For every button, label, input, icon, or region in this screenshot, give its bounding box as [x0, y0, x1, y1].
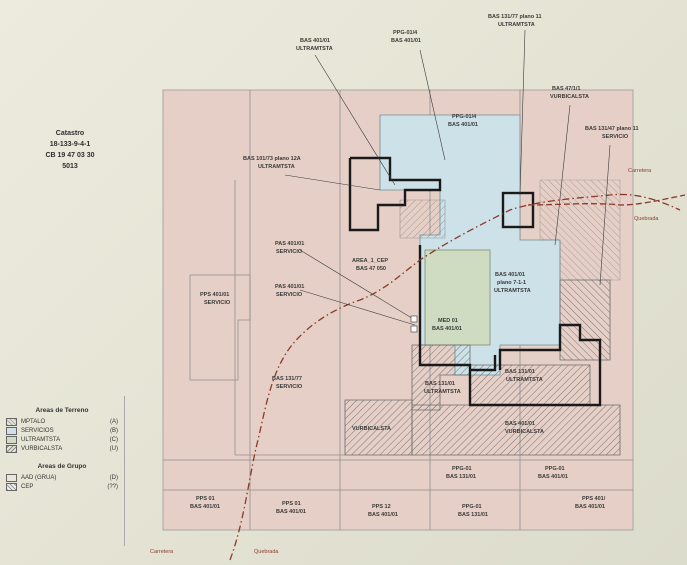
- title-line-1: Catastro: [55, 130, 85, 137]
- label-parcel-mid: BAS 131/77: [272, 376, 302, 382]
- swatch-icon: [6, 473, 17, 482]
- title-line-3: CB 19 47 03 30: [45, 152, 95, 159]
- legend: Areas de Terreno MPTALO(A) SERVICIOS(B) …: [6, 404, 118, 491]
- swatch-icon: [6, 482, 17, 491]
- label-serv2: PAS 401/01: [275, 284, 304, 290]
- label-pink-a2: BAS 401/01: [448, 122, 478, 128]
- label-top-b2: BAS 401/01: [391, 38, 421, 44]
- label-bot-mid-a2: BAS 131/01: [446, 474, 476, 480]
- legend-item: AAD (GRUA)(D): [6, 473, 118, 482]
- label-right-b: BAS 131/47 plano 11: [585, 126, 639, 132]
- label-bot-mid-b: PPG-01: [545, 466, 565, 472]
- label-serv2b: SERVICIO: [276, 292, 303, 298]
- label-bottom-4: PPG-01: [462, 504, 482, 510]
- swatch-icon: [6, 426, 17, 435]
- label-bottom-2b: BAS 401/01: [276, 509, 306, 515]
- label-bottom-2: PPS 01: [282, 501, 301, 507]
- leader-lines: [284, 29, 611, 326]
- label-road-right: Quebrada: [634, 216, 659, 222]
- markers: [410, 315, 418, 333]
- zone-green: [424, 249, 491, 346]
- label-top-c: BAS 131/77 plano 11: [488, 14, 542, 20]
- title-block: Catastro 18-133-9-4-1 CB 19 47 03 30 501…: [22, 128, 118, 172]
- legend-item: MPTALO(A): [6, 417, 118, 426]
- label-hatch-a: BAS 131/01: [425, 381, 455, 387]
- label-blue2: plano 7-1-1: [497, 280, 526, 286]
- label-left-mid2: ULTRAMTSTA: [258, 164, 295, 170]
- swatch-icon: [6, 435, 17, 444]
- label-bot-mid-a: PPG-01: [452, 466, 472, 472]
- label-right-b2: SERVICIO: [602, 134, 629, 140]
- title-line-4: 5013: [62, 163, 78, 170]
- label-green: MED 01: [438, 318, 458, 324]
- label-hatch-c: BAS 401/01: [505, 421, 535, 427]
- label-parcel-left2: SERVICIO: [204, 300, 231, 306]
- label-bottom-4b: BAS 131/01: [458, 512, 488, 518]
- label-top-a2: ULTRAMTSTA: [296, 46, 333, 52]
- legend-item: VURBICALSTA(U): [6, 444, 118, 453]
- label-bottom-5b: BAS 401/01: [575, 504, 605, 510]
- label-bottom-1b: BAS 401/01: [190, 504, 220, 510]
- label-parcel-mid2: SERVICIO: [276, 384, 303, 390]
- label-bottom-3b: BAS 401/01: [368, 512, 398, 518]
- legend-item: ULTRAMTSTA(C): [6, 435, 118, 444]
- swatch-icon: [6, 417, 17, 426]
- label-hatch-c2: VURBICALSTA: [505, 429, 544, 435]
- label-green2: BAS 401/01: [432, 326, 462, 332]
- label-blue3: ULTRAMTSTA: [494, 288, 531, 294]
- label-serv1b: SERVICIO: [276, 249, 303, 255]
- zone-hatch-g: [399, 199, 446, 239]
- label-area-center2: BAS 47 050: [356, 266, 386, 272]
- label-hatch-d: VURBICALSTA: [352, 426, 391, 432]
- label-bottom-1: PPS 01: [196, 496, 215, 502]
- label-pink-a: PPG-01/4: [452, 114, 477, 120]
- label-right-a: BAS 47/1/1: [552, 86, 580, 92]
- label-parcel-left: PPS 401/01: [200, 292, 229, 298]
- label-top-c2: ULTRAMTSTA: [498, 22, 535, 28]
- zone-hatch-e: [559, 279, 611, 361]
- legend-item: SERVICIOS(B): [6, 426, 118, 435]
- label-blue: BAS 401/01: [495, 272, 525, 278]
- label-road-bl: Carretera: [150, 549, 174, 555]
- title-line-2: 18-133-9-4-1: [49, 141, 91, 148]
- label-bot-mid-b2: BAS 401/01: [538, 474, 568, 480]
- label-hatch-b2: ULTRAMTSTA: [506, 377, 543, 383]
- label-bottom-5: PPS 401/: [582, 496, 606, 502]
- label-road-top: Carretera: [628, 168, 652, 174]
- label-bottom-3: PPS 12: [372, 504, 391, 510]
- label-top-a: BAS 401/01: [300, 38, 330, 44]
- label-left-mid: BAS 101/73 plano 12A: [243, 156, 301, 162]
- legend-divider: [124, 396, 125, 546]
- label-right-a2: VURBICALSTA: [550, 94, 589, 100]
- legend-item: CEP(??): [6, 482, 118, 491]
- label-serv1: PAS 401/01: [275, 241, 304, 247]
- zone-hatch-f: [539, 179, 621, 281]
- label-top-b: PPG-01/4: [393, 30, 418, 36]
- diagram-labels: BAS 401/01 ULTRAMTSTA PPG-01/4 BAS 401/0…: [150, 14, 659, 555]
- legend-section-1-title: Areas de Terreno: [35, 407, 89, 414]
- building-outlines: [348, 156, 602, 407]
- legend-section-2-title: Areas de Grupo: [37, 463, 87, 470]
- road-line: [229, 193, 686, 561]
- label-hatch-a2: ULTRAMTSTA: [424, 389, 461, 395]
- label-hatch-b: BAS 131/01: [505, 369, 535, 375]
- label-road-bl2: Quebrada: [254, 549, 279, 555]
- swatch-icon: [6, 444, 17, 453]
- label-area-center: AREA_1_CEP: [352, 258, 388, 264]
